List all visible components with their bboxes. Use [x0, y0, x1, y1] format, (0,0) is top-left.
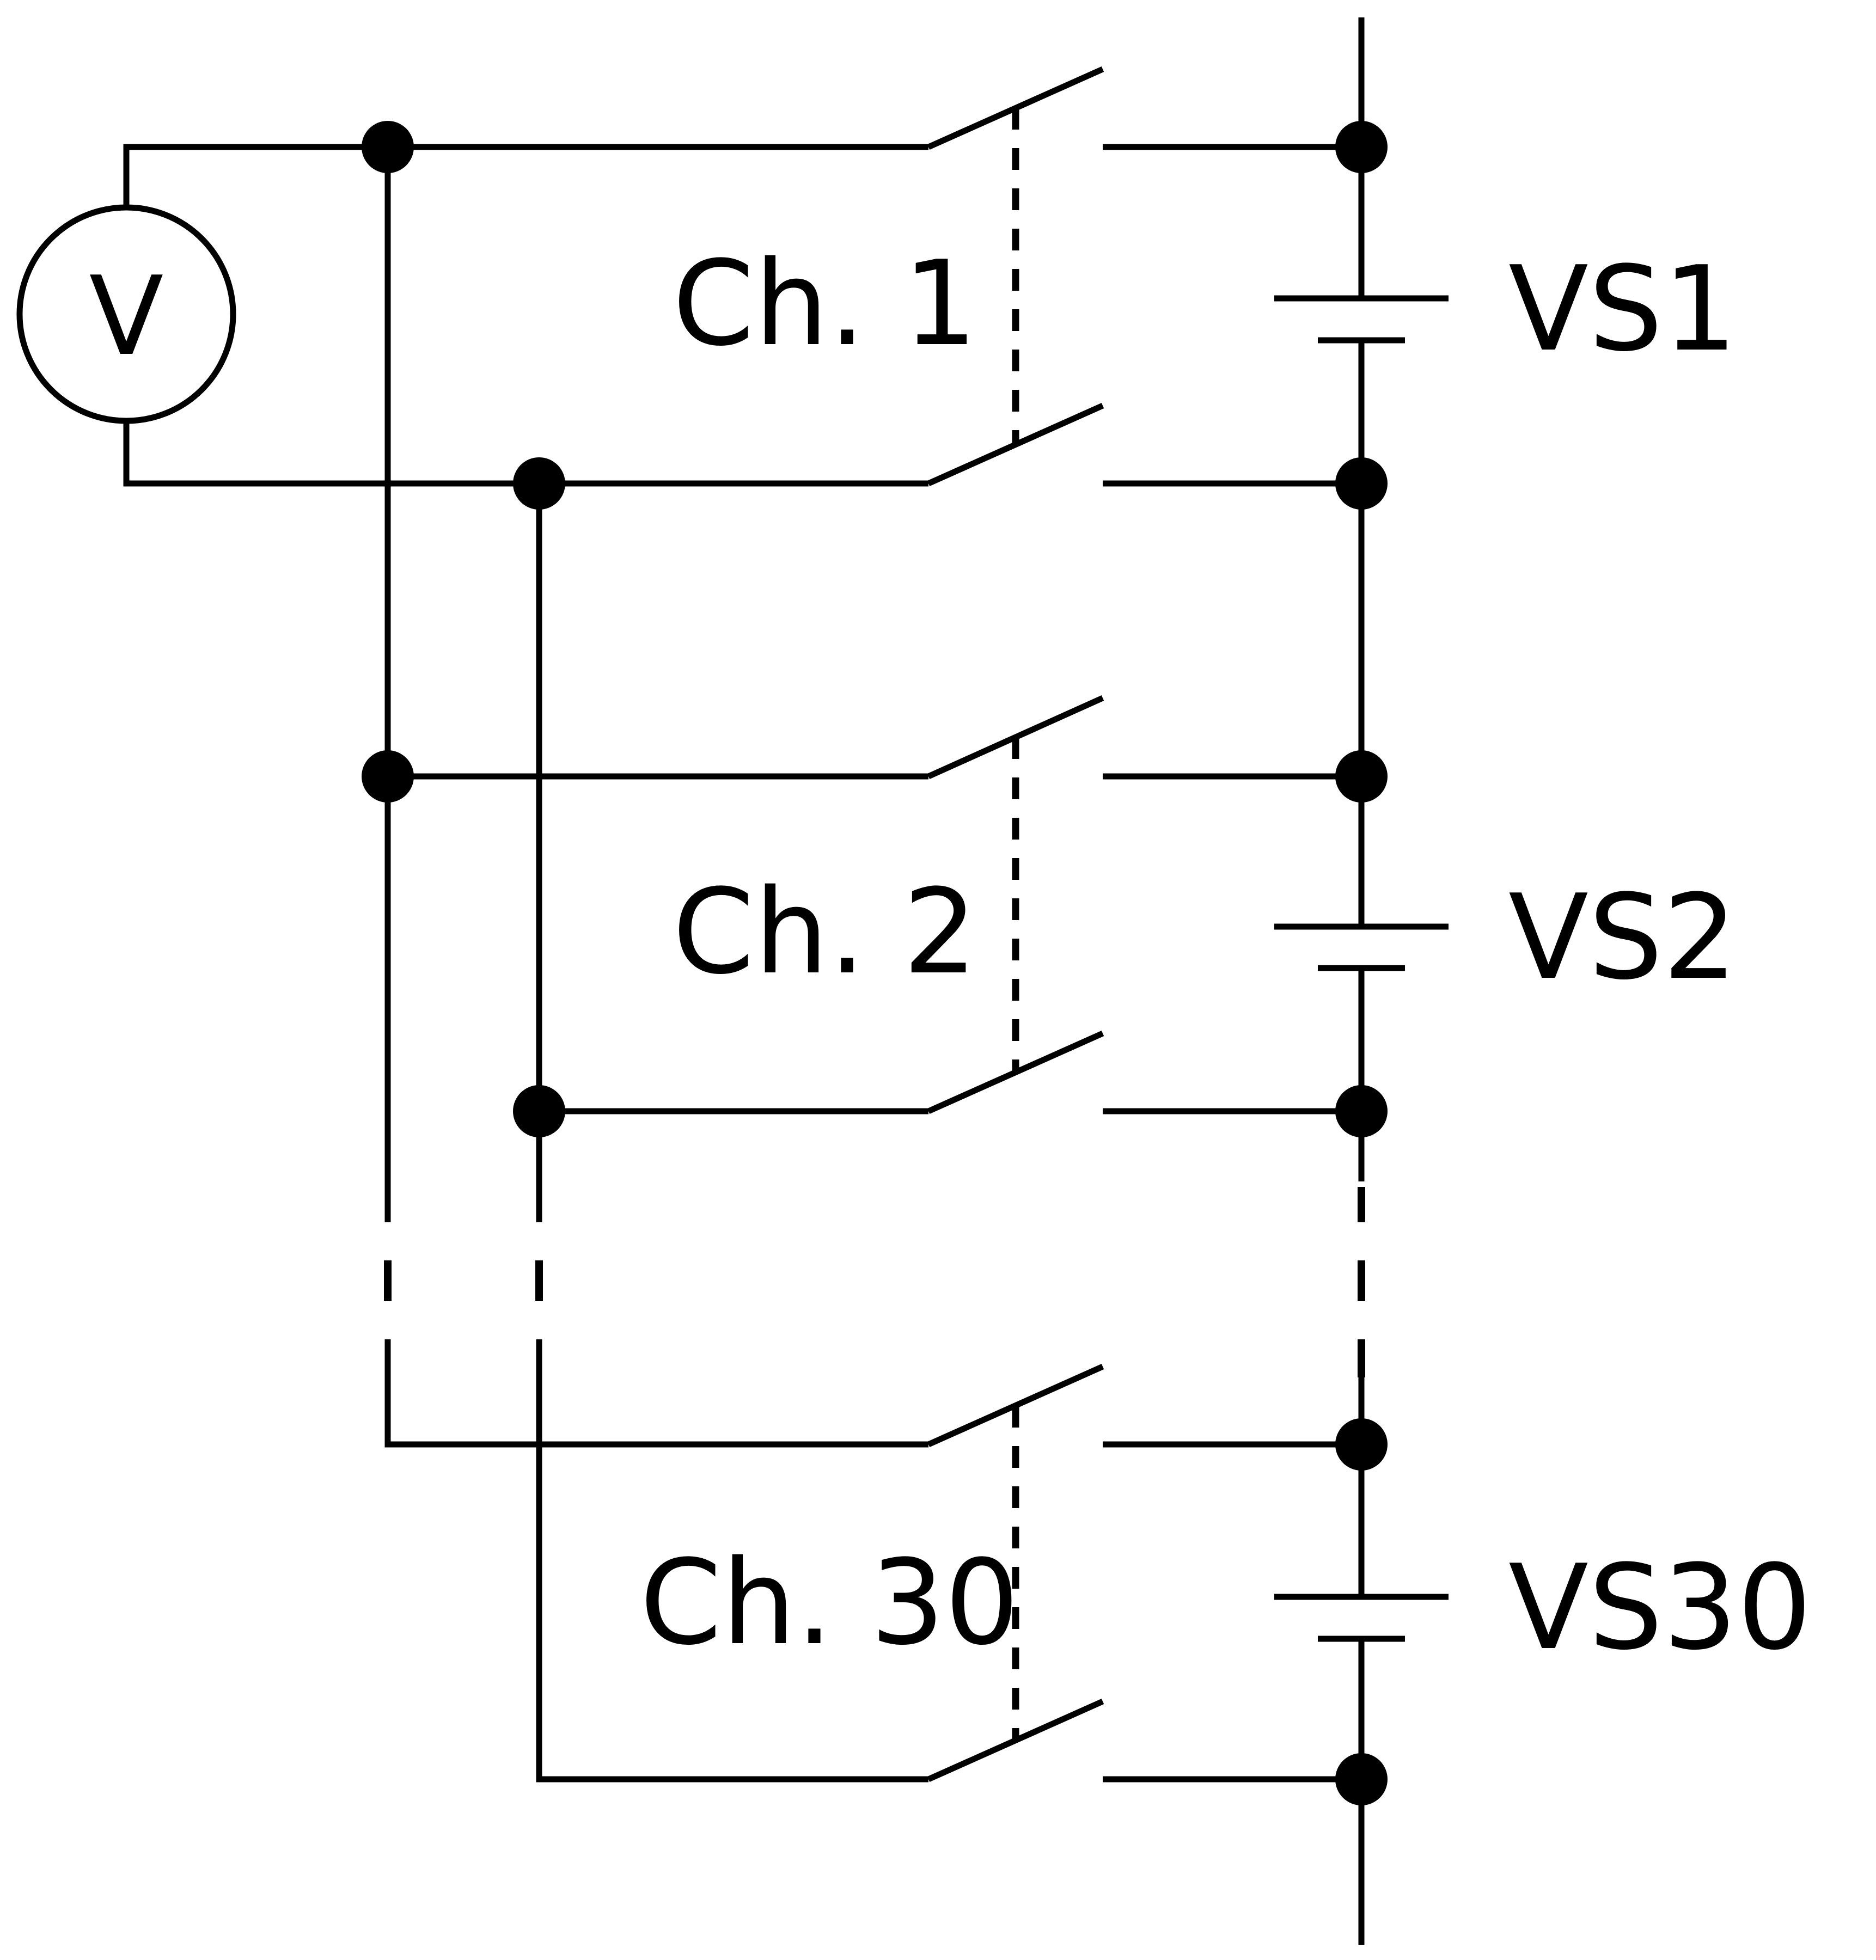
vs1-label: VS1: [1508, 241, 1737, 377]
vs2-label: VS2: [1508, 869, 1737, 1006]
meter-high-lead: [123, 144, 388, 207]
junction-node: [1335, 1753, 1388, 1805]
vs30-label: VS30: [1508, 1539, 1812, 1676]
low-bus-lower: [536, 1339, 928, 1783]
junction-node: [513, 1085, 565, 1137]
junction-node: [1335, 457, 1388, 510]
channel-30-high-switch-blade: [927, 1363, 1104, 1448]
junction-node: [362, 750, 414, 803]
channel-30-label: Ch. 30: [640, 1534, 1019, 1671]
junction-node: [1335, 750, 1388, 803]
voltmeter-symbol: V: [89, 253, 164, 380]
junction-node: [1335, 1085, 1388, 1137]
junction-node: [1335, 1418, 1388, 1471]
channel-1-label: Ch. 1: [673, 235, 977, 372]
channel-30: Ch. 30 VS30: [640, 1363, 1812, 1945]
channel-2: Ch. 2 VS2: [388, 695, 1737, 1181]
junction-node: [362, 121, 414, 173]
channel-2-label: Ch. 2: [673, 863, 977, 1000]
junction-node: [513, 457, 565, 510]
voltmeter: V: [16, 204, 236, 424]
meter-low-lead: [123, 421, 539, 487]
junction-node: [1335, 121, 1388, 173]
channel-1: Ch. 1 VS1: [388, 66, 1737, 776]
high-bus-lower: [384, 1339, 928, 1448]
